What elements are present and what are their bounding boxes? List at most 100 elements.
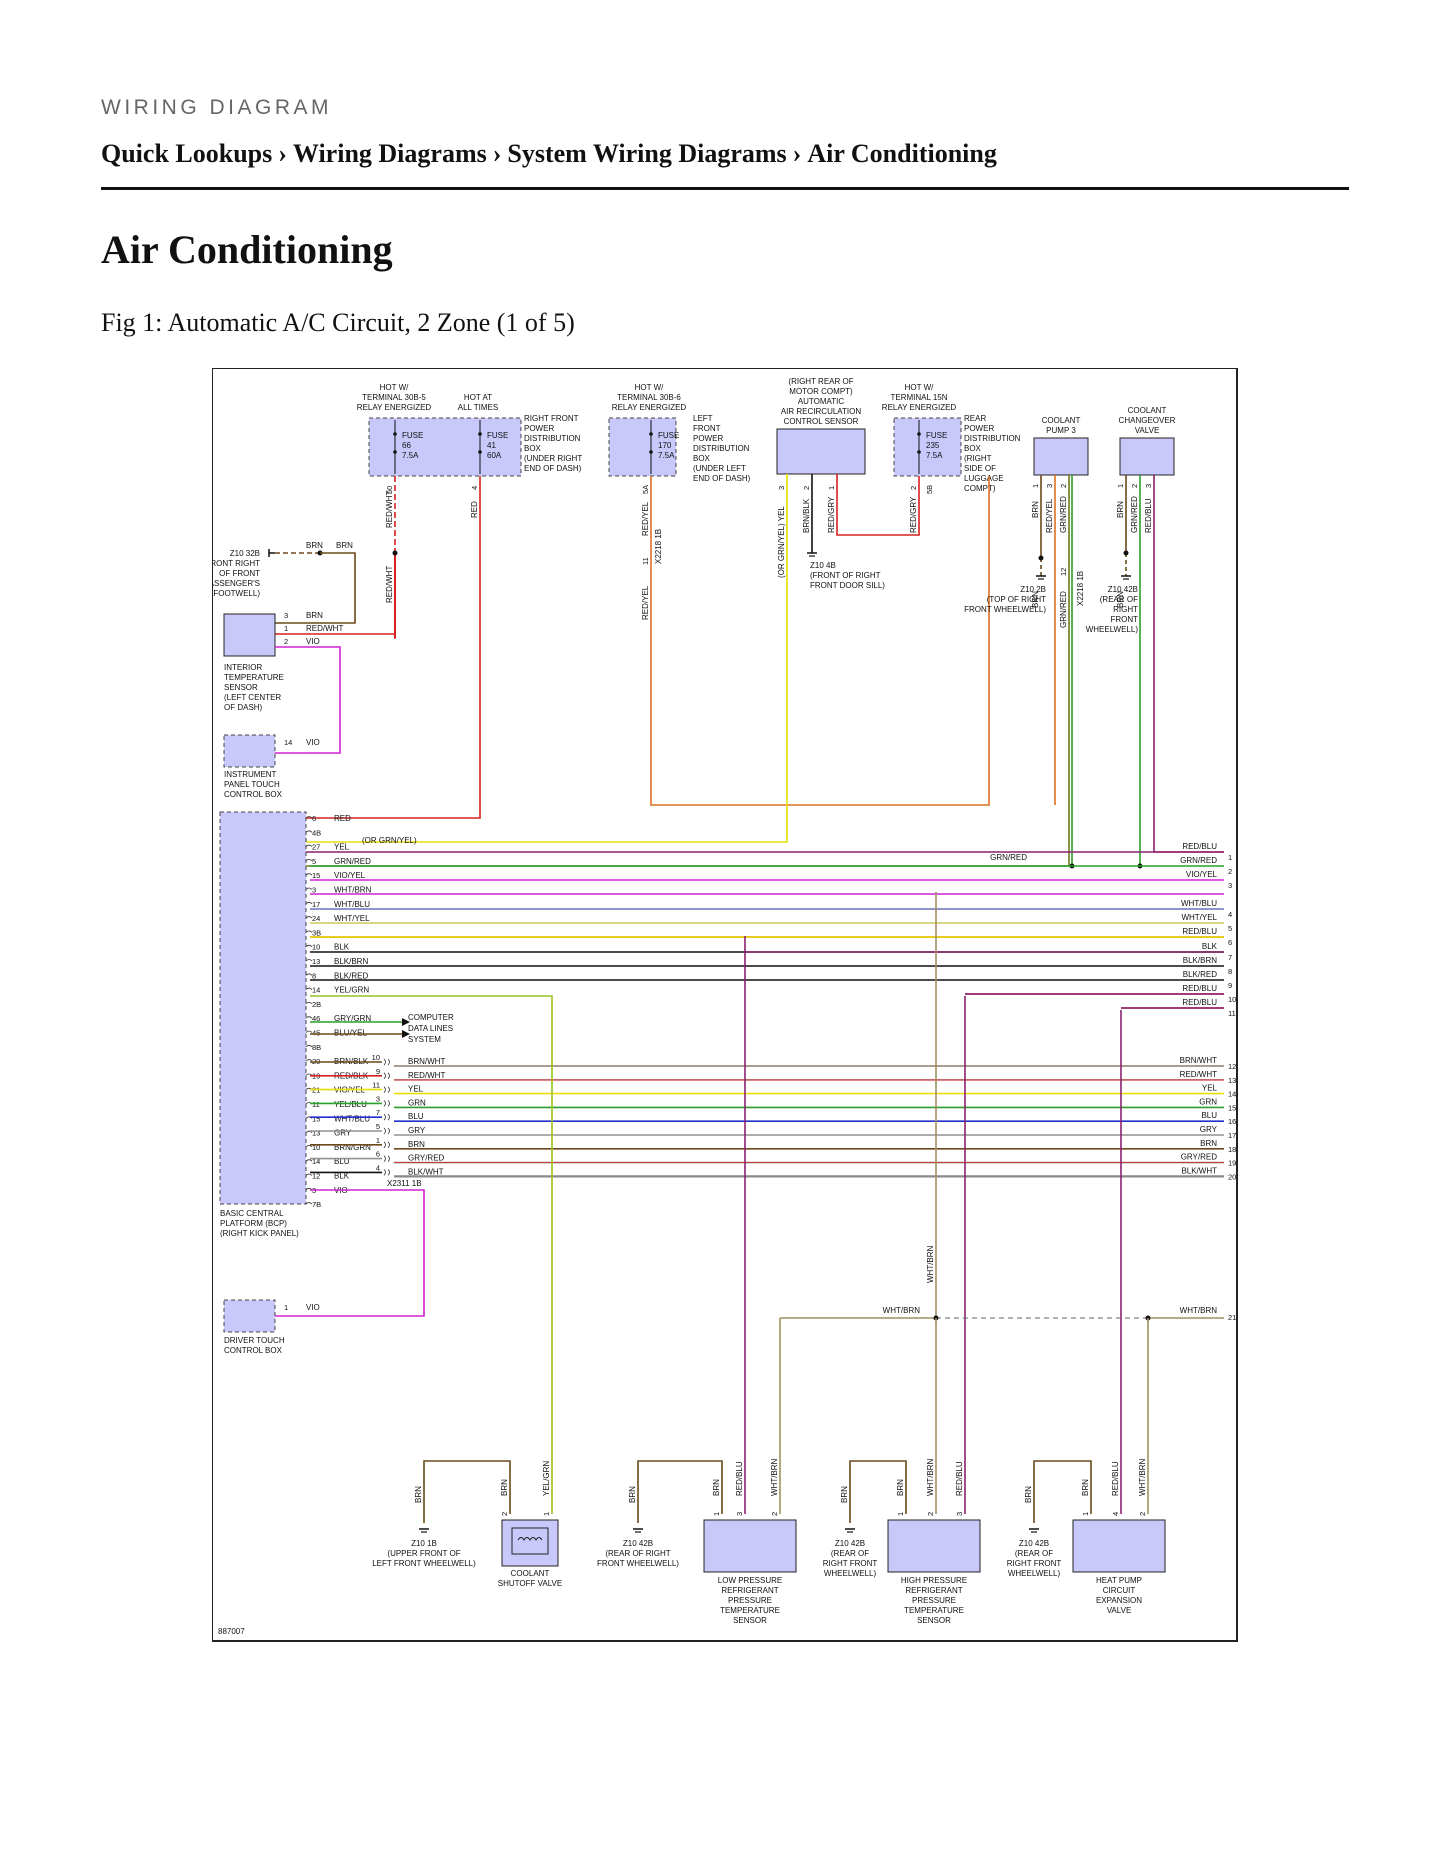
x2311-wire-label: BRN/WHT xyxy=(408,1057,445,1066)
fuse-label: FUSE xyxy=(926,431,947,440)
breadcrumb-wiring-diagrams[interactable]: Wiring Diagrams xyxy=(292,139,487,168)
pin-label: 2 xyxy=(1130,484,1139,488)
wire-brn-high xyxy=(849,1460,907,1523)
wire-label: BRN xyxy=(500,1479,509,1496)
recirc-sensor-box[interactable] xyxy=(776,428,866,475)
connector-bracket xyxy=(383,1086,390,1093)
ground-label: PASSENGER'S xyxy=(212,579,260,588)
low-pressure-refrigerant-sensor[interactable] xyxy=(703,1519,797,1573)
connector-bracket xyxy=(383,1169,390,1176)
fuse-41[interactable]: FUSE 41 60A xyxy=(478,420,508,474)
x2311-pin: 7 xyxy=(376,1108,380,1117)
row-number: 17 xyxy=(1228,1131,1236,1140)
figure-caption: Fig 1: Automatic A/C Circuit, 2 Zone (1 … xyxy=(101,308,575,337)
power-label-hot3: HOT W/ TERMINAL 30B-6 RELAY ENERGIZED xyxy=(612,383,687,412)
ground-label: FRONT xyxy=(1110,615,1138,624)
right-wire-label: GRN/RED xyxy=(1180,856,1217,865)
fuse-node xyxy=(478,450,482,454)
x2311-pin: 5 xyxy=(376,1122,380,1131)
diagram-frame xyxy=(212,368,1238,1642)
x2311-wire-label: BLK/WHT xyxy=(408,1167,444,1176)
row-number: 1 xyxy=(1228,853,1232,862)
pin-label: 1 xyxy=(712,1512,721,1516)
wire-label: BRN xyxy=(1116,591,1125,608)
power-label-line: ALL TIMES xyxy=(458,403,498,412)
connector-bracket xyxy=(383,1155,390,1162)
high-pressure-refrigerant-sensor[interactable] xyxy=(887,1519,981,1573)
connector-bracket xyxy=(305,930,313,933)
ground-label: (REAR OF xyxy=(1100,595,1138,604)
rear-pdb-box[interactable] xyxy=(893,417,962,477)
connector-bracket xyxy=(305,959,313,962)
bcp-pin-number: 4B xyxy=(312,828,321,837)
box-label-line: PLATFORM (BCP) xyxy=(220,1219,287,1228)
wire-red-wht-to-sensor xyxy=(275,558,396,635)
fuse-66[interactable]: FUSE 66 7.5A xyxy=(393,420,423,474)
wire-grn-red-pump xyxy=(275,475,1070,867)
row-number: 13 xyxy=(1228,1076,1236,1085)
box-label-line: COOLANT xyxy=(1128,406,1167,415)
wire-label: RED/YEL xyxy=(641,501,650,536)
header-rule xyxy=(101,187,1349,190)
arrow-icon xyxy=(402,1030,410,1038)
right-front-pdb-box[interactable] xyxy=(368,417,522,477)
fuse-235[interactable]: FUSE 235 7.5A xyxy=(917,420,947,474)
connector-bracket xyxy=(305,1044,313,1048)
box-label-line: HIGH PRESSURE xyxy=(901,1576,967,1585)
box-label-line: SENSOR xyxy=(917,1616,951,1625)
coolant-shutoff-valve[interactable] xyxy=(501,1519,559,1567)
fuse-170[interactable]: FUSE 170 7.5A xyxy=(649,420,679,474)
driver-touch-control-box[interactable] xyxy=(223,1299,276,1333)
right-wire-label: WHT/YEL xyxy=(1181,913,1217,922)
row-number: 18 xyxy=(1228,1145,1236,1154)
interior-temperature-sensor[interactable] xyxy=(223,613,276,657)
coolant-pump-box[interactable] xyxy=(1033,437,1089,476)
box-label-line: DRIVER TOUCH xyxy=(224,1336,285,1345)
x2311-pin: 10 xyxy=(372,1053,380,1062)
bcp-pin-number: 3 xyxy=(312,886,316,895)
basic-central-platform-module[interactable] xyxy=(219,811,307,1205)
pin-label: 3 xyxy=(284,611,288,620)
box-label-line: BOX xyxy=(693,454,711,463)
row-number: 9 xyxy=(1228,981,1232,990)
left-front-pdb-box[interactable] xyxy=(608,417,677,477)
box-label-line: LEFT xyxy=(693,414,713,423)
breadcrumb-quick-lookups[interactable]: Quick Lookups xyxy=(101,139,273,168)
box-label-line: END OF DASH) xyxy=(524,464,582,473)
ground-label: FRONT WHEELWELL) xyxy=(597,1559,679,1568)
power-label-line: TERMINAL 30B-6 xyxy=(617,393,681,402)
power-label-hot1: HOT W/ TERMINAL 30B-5 RELAY ENERGIZED xyxy=(357,383,432,412)
bcp-pin-number: 45 xyxy=(312,1029,320,1038)
fuse-node xyxy=(393,450,397,454)
coolant-valve-box[interactable] xyxy=(1119,437,1175,476)
connector-bracket xyxy=(383,1072,390,1080)
box-label-line: COMPT) xyxy=(964,484,996,493)
high-sensor-label: HIGH PRESSURE REFRIGERANT PRESSURE TEMPE… xyxy=(901,1576,967,1625)
x2311-right-label: BRN/WHT xyxy=(1180,1056,1217,1065)
connector-bracket xyxy=(305,1016,313,1019)
pin-label: 12 xyxy=(1059,568,1068,576)
box-label-line: DATA LINES xyxy=(408,1024,453,1033)
breadcrumb-system-wiring-diagrams[interactable]: System Wiring Diagrams xyxy=(507,139,787,168)
bcp-wire-label: BRN/GRN xyxy=(334,1143,371,1152)
box-label-line: CONTROL BOX xyxy=(224,790,283,799)
wire-label: BRN xyxy=(1031,501,1040,518)
pin-label: 4 xyxy=(470,486,479,490)
box-label-line: CONTROL SENSOR xyxy=(784,417,859,426)
fuse-node xyxy=(917,432,921,436)
box-label-line: VALVE xyxy=(1107,1606,1132,1615)
interior-sensor-label: INTERIOR TEMPERATURE SENSOR (LEFT CENTER… xyxy=(224,663,284,712)
heat-pump-expansion-valve[interactable] xyxy=(1072,1519,1166,1573)
box-label-line: AUTOMATIC xyxy=(798,397,845,406)
bcp-pin-number: 13 xyxy=(312,1129,320,1138)
power-label-line: HOT AT xyxy=(464,393,492,402)
wire-label: RED/WHT xyxy=(306,624,343,633)
box-label-line: SHUTOFF VALVE xyxy=(498,1579,562,1588)
breadcrumb-air-conditioning[interactable]: Air Conditioning xyxy=(807,139,997,168)
bcp-wire-label: YEL xyxy=(334,843,350,852)
recirc-sensor-label: (RIGHT REAR OF MOTOR COMPT) AUTOMATIC AI… xyxy=(781,377,862,426)
bcp-pin-number: 15 xyxy=(312,1114,320,1123)
instrument-panel-touch-control-box[interactable] xyxy=(223,734,276,768)
box-label-line: SENSOR xyxy=(733,1616,767,1625)
box-label-line: AIR RECIRCULATION xyxy=(781,407,862,416)
